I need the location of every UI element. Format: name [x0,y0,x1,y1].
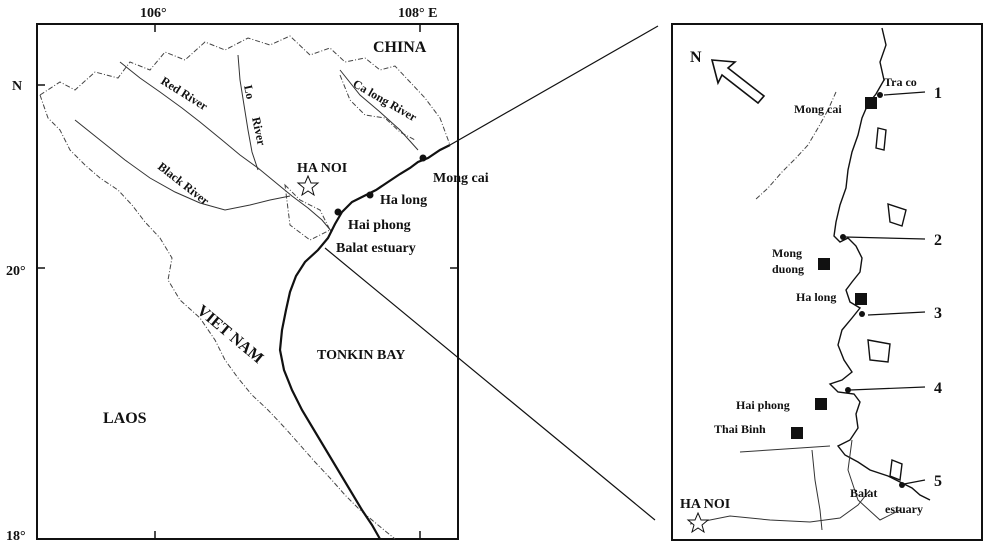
longitude-label-108: 108° E [398,6,437,21]
label-thai-binh: Thai Binh [714,422,766,436]
inset-island [875,127,887,151]
site-dot-icon [877,92,883,98]
site-number-4: 4 [934,380,942,397]
label-ha-long: Ha long [380,193,427,208]
site-dot-icon [845,387,851,393]
site-dot-icon [366,191,374,199]
site-number-5: 5 [934,473,942,490]
label-balat-line2: estuary [885,502,923,516]
inset-map: N [671,23,983,541]
label-inset-hai-phong: Hai phong [736,398,790,412]
black-river [74,119,291,211]
inset-island [889,459,903,481]
longitude-label-106: 106° [140,6,167,21]
inset-river [739,445,831,453]
site-leader-5 [903,479,926,485]
label-red-river: Red River [158,74,210,114]
label-inset-ha-long: Ha long [796,290,836,304]
city-square-icon [818,258,830,270]
label-laos: LAOS [103,410,147,427]
coastline [278,144,451,540]
label-china: CHINA [373,39,427,56]
label-inset-mong-cai: Mong cai [794,102,842,116]
city-square-icon [791,427,803,439]
inset-island [867,339,891,363]
inset-leader-bottom [324,247,656,521]
city-square-icon [865,97,877,109]
star-icon [686,511,710,534]
site-number-1: 1 [934,85,942,102]
inset-island [887,202,907,227]
inset-leader-top [449,25,659,146]
site-leader-2 [844,236,926,240]
site-dot-icon [840,234,846,240]
star-icon [296,174,320,197]
site-number-2: 2 [934,232,942,249]
label-ha-noi: HA NOI [297,161,347,176]
label-lo-river: River [249,116,269,148]
label-balat-line1: Balat [850,486,877,500]
site-dot-icon [334,208,342,216]
latitude-label-20: 20° [6,264,26,279]
label-mong-duong-line2: duong [772,262,804,276]
red-river [119,61,333,233]
latitude-label-18: 18° [6,529,26,544]
label-tonkin-bay: TONKIN BAY [317,348,405,363]
latitude-label-n: N [12,79,22,94]
label-viet-nam: VIET NAM [193,302,266,367]
label-black-river: Black River [155,159,212,208]
lo-river [237,54,259,171]
label-ca-long-river: Ca long River [351,76,420,124]
inset-coastline [828,27,931,501]
inset-river [847,439,901,521]
site-leader-3 [867,311,926,316]
site-dot-icon [419,154,427,162]
inset-river [811,449,823,531]
delta-province-border [284,183,331,241]
label-tra-co: Tra co [884,75,917,89]
china-vietnam-border [39,35,451,146]
label-inset-ha-noi: HA NOI [680,497,730,512]
site-leader-4 [849,386,926,391]
laos-vietnam-border [39,94,396,540]
label-hai-phong: Hai phong [348,218,411,233]
north-label: N [690,49,702,66]
label-lo: Lo [241,84,258,101]
regional-map: 106° 108° E N 20° 18° CHINA VIET NAM LAO… [6,6,659,544]
regional-map-frame [36,23,459,540]
site-leader-1 [883,91,926,96]
ca-long-river [339,69,419,151]
label-mong-cai: Mong cai [433,171,489,186]
inset-river [689,489,871,525]
site-dot-icon [859,311,865,317]
city-square-icon [855,293,867,305]
label-balat-estuary: Balat estuary [336,241,416,256]
site-number-3: 3 [934,305,942,322]
north-arrow-icon [710,59,766,105]
label-mong-duong-line1: Mong [772,246,802,260]
city-square-icon [815,398,827,410]
inset-map-frame [671,23,983,541]
site-dot-icon [899,482,905,488]
inset-china-border [754,91,837,201]
